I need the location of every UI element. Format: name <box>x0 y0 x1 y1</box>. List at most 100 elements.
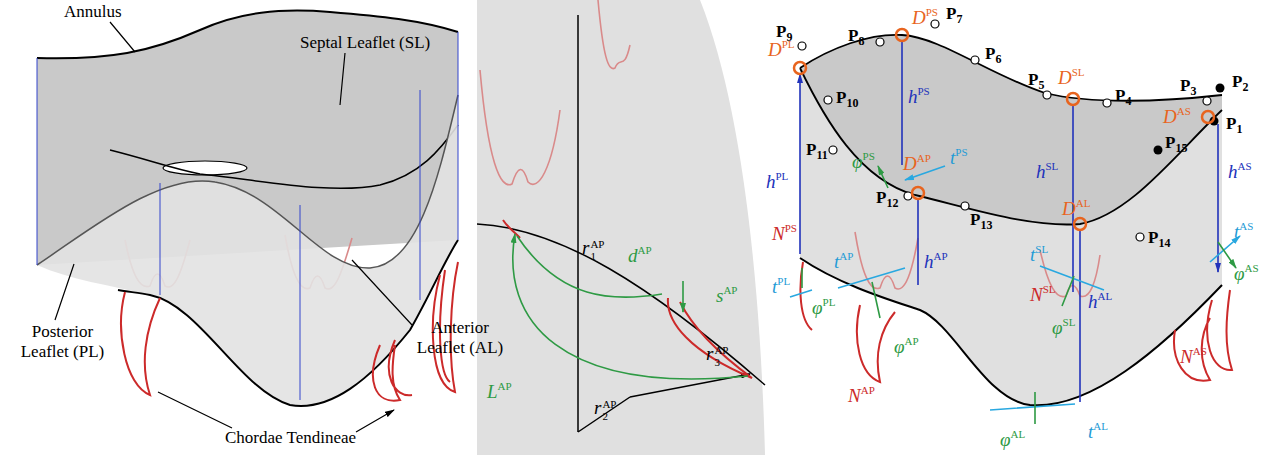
parameter-symbol: hAP <box>924 250 948 273</box>
height-arrows <box>800 41 1218 402</box>
parameter-symbol: P13 <box>970 210 992 233</box>
part-label: Chordae Tendineae <box>225 428 356 448</box>
symbol-base: h <box>924 251 934 272</box>
length-arcs <box>513 234 748 379</box>
symbol-base: N <box>1030 284 1043 305</box>
symbol-base: P <box>985 44 995 63</box>
symbol-base: P <box>1232 72 1242 91</box>
symbol-superscript: SL <box>1035 243 1048 255</box>
symbol-base: P <box>806 140 816 159</box>
symbol-superscript: AP <box>498 380 512 392</box>
symbol-base: r <box>582 237 589 258</box>
point-marker <box>1103 99 1111 107</box>
parameter-symbol: dAP <box>628 244 652 267</box>
symbol-superscript: AL <box>1076 197 1091 209</box>
symbol-base: t <box>772 276 777 297</box>
parameter-symbol: DSL <box>1058 66 1085 89</box>
parameter-symbol: DAP <box>903 152 931 175</box>
symbol-base: φ <box>812 297 823 318</box>
front-annulus <box>37 95 458 268</box>
parameter-symbol: hSL <box>1036 160 1058 183</box>
d-marker <box>794 62 806 74</box>
symbol-base: h <box>908 86 918 107</box>
symbol-base: φ <box>894 336 905 357</box>
symbol-base: N <box>772 223 785 244</box>
parameter-symbol: sAP <box>716 284 737 307</box>
point-index: 7 <box>956 12 962 26</box>
point-index: 4 <box>1125 94 1131 108</box>
symbol-base: s <box>716 285 723 306</box>
symbol-superscript: AP <box>934 250 948 262</box>
parameter-symbol: hAL <box>1088 290 1112 313</box>
radius-vectors <box>578 374 750 432</box>
point-marker <box>798 42 806 50</box>
parameter-symbol: LAP <box>487 380 512 403</box>
part-label-text: Anterior Leaflet (AL) <box>410 318 510 358</box>
part-label: Septal Leaflet (SL) <box>300 33 430 53</box>
parameter-symbol: NAS <box>1180 345 1207 368</box>
symbol-superscript: AP <box>839 250 853 262</box>
symbol-superscript: AS <box>1193 345 1207 357</box>
parameter-symbol: tSL <box>1030 243 1048 266</box>
symbol-base: t <box>950 147 955 168</box>
parameter-symbol: P10 <box>836 88 858 111</box>
symbol-superscript: AP <box>723 284 737 296</box>
symbol-base: r <box>706 343 713 364</box>
parameter-symbol: rAP1 <box>582 237 604 262</box>
symbol-base: P <box>1028 70 1038 89</box>
symbol-superscript: AL <box>1011 428 1026 440</box>
symbol-superscript: PS <box>863 150 875 162</box>
parameter-symbol: tAS <box>1234 220 1253 243</box>
leaflet-edge-line <box>477 224 765 385</box>
symbol-base: D <box>1163 106 1177 127</box>
parameter-symbol: φAS <box>1234 262 1259 285</box>
symbol-base: N <box>1180 346 1193 367</box>
parameter-symbol: tAP <box>834 250 853 273</box>
point-marker <box>1216 84 1225 93</box>
d-marker <box>896 29 908 41</box>
parameter-symbol: φAL <box>1000 428 1025 451</box>
symbol-subscript: 2 <box>602 410 616 422</box>
parameter-symbol: φPS <box>852 150 875 173</box>
symbol-base: h <box>1036 161 1046 182</box>
parameter-symbol: hAS <box>1228 160 1252 183</box>
angle-arrows <box>802 166 1236 424</box>
point-marker <box>824 96 832 104</box>
parameter-symbol: NSL <box>1030 283 1056 306</box>
parameter-symbol: φSL <box>1052 316 1075 339</box>
symbol-superscript: SL <box>1046 160 1059 172</box>
parameter-symbol: P15 <box>1165 133 1187 156</box>
symbol-superscript: PL <box>823 296 836 308</box>
symbol-superscript: AP <box>917 152 931 164</box>
septal-free-edge <box>110 125 458 188</box>
symbol-base: r <box>594 397 601 418</box>
parameter-symbol: P5 <box>1028 70 1044 93</box>
annulus-curves <box>800 35 1222 225</box>
parameter-symbol: P1 <box>1226 114 1242 137</box>
symbol-base: P <box>946 4 956 23</box>
parameter-symbol: DPL <box>768 38 795 61</box>
symbol-base: h <box>766 171 776 192</box>
point-index: 6 <box>995 52 1001 66</box>
part-label: Annulus <box>64 2 122 22</box>
parameter-symbol: DAL <box>1062 197 1090 220</box>
parameter-symbol: P3 <box>1180 76 1196 99</box>
symbol-base: D <box>1058 67 1072 88</box>
part-label: Anterior Leaflet (AL) <box>410 318 510 358</box>
symbol-superscript: AP <box>638 244 652 256</box>
symbol-subscript: 1 <box>590 250 604 262</box>
point-marker <box>1043 91 1051 99</box>
point-index: 12 <box>886 196 898 210</box>
point-marker <box>971 56 979 64</box>
symbol-base: D <box>1062 198 1076 219</box>
point-marker <box>1203 97 1211 105</box>
symbol-base: P <box>848 26 858 45</box>
parameter-symbol: P14 <box>1148 228 1170 251</box>
point-index: 11 <box>816 148 827 162</box>
symbol-base: L <box>487 381 498 402</box>
point-index: 14 <box>1158 236 1170 250</box>
point-index: 15 <box>1175 141 1187 155</box>
front-leaflets <box>800 68 1222 405</box>
